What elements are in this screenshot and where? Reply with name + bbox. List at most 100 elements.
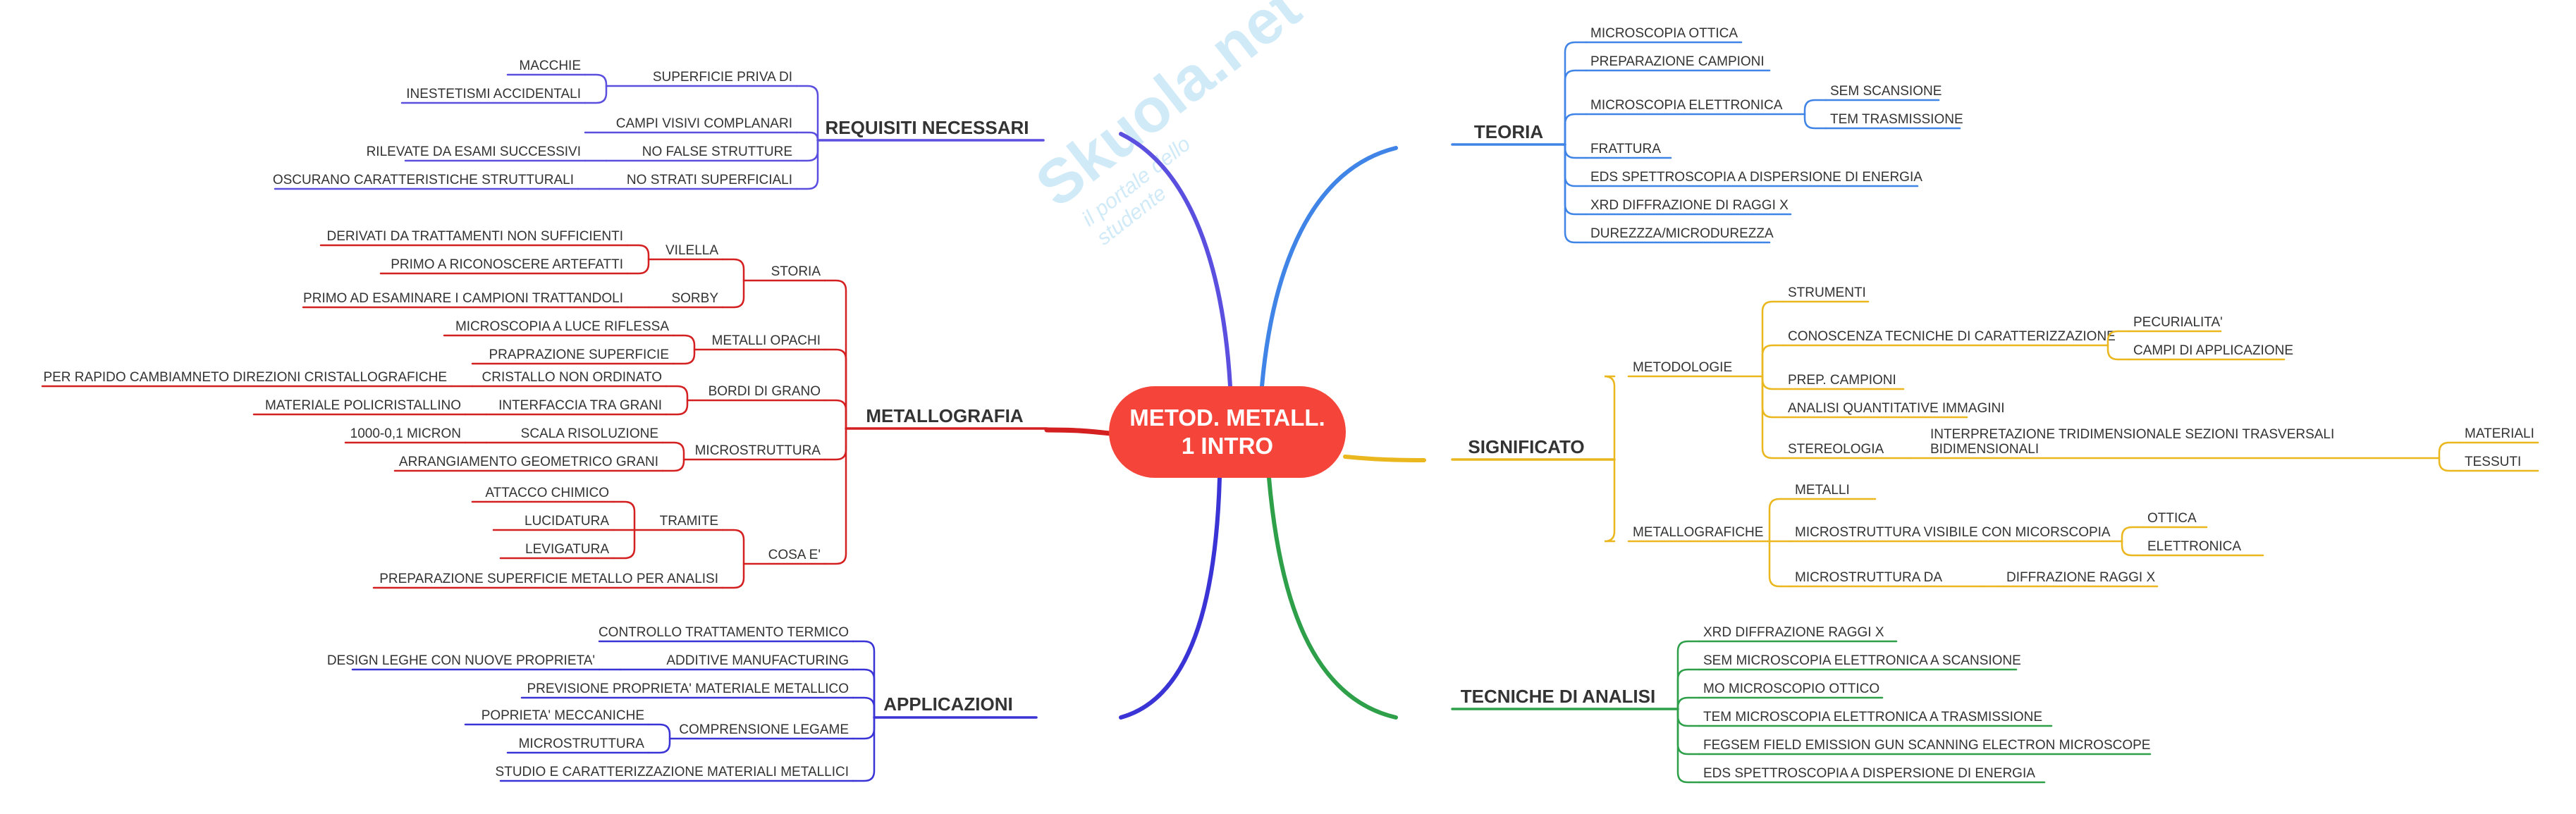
microstruttura-diffrazione-raggi-x[interactable]: DIFFRAZIONE RAGGI X <box>2006 570 2155 585</box>
legame-connector <box>647 737 671 754</box>
branch-requisiti-necessari[interactable]: REQUISITI NECESSARI <box>826 117 1029 138</box>
tecniche-fegsem[interactable]: FEGSEM FIELD EMISSION GUN SCANNING ELECT… <box>1703 738 2150 753</box>
applicazioni-additive-manufacturing[interactable]: ADDITIVE MANUFACTURING <box>666 653 849 668</box>
teoria-preparazione-campioni[interactable]: PREPARAZIONE CAMPIONI <box>1590 54 1765 69</box>
branch-significato[interactable]: SIGNIFICATO <box>1468 436 1584 457</box>
metallografia-bordi-di-grano[interactable]: BORDI DI GRANO <box>709 384 821 399</box>
metallografiche-visibile-microscopia[interactable]: MICROSTRUTTURA VISIBILE CON MICORSCOPIA <box>1795 525 2111 540</box>
tecniche-xrd[interactable]: XRD DIFFRAZIONE RAGGI X <box>1703 625 1884 640</box>
applicazioni-studio-caratterizzazione[interactable]: STUDIO E CARATTERIZZAZIONE MATERIALI MET… <box>496 765 849 779</box>
metodologie-stereologia[interactable]: STEREOLOGIA <box>1788 442 1884 457</box>
tramite-lucidatura[interactable]: LUCIDATURA <box>525 514 609 529</box>
tecniche-eds[interactable]: EDS SPETTROSCOPIA A DISPERSIONE DI ENERG… <box>1703 766 2035 781</box>
sorby-primo-ad-esaminare[interactable]: PRIMO AD ESAMINARE I CAMPIONI TRATTANDOL… <box>303 291 623 306</box>
metodologie-conoscenza-tecniche[interactable]: CONOSCENZA TECNICHE DI CARATTERIZZAZIONE <box>1788 329 2116 344</box>
cosa-preparazione-superficie[interactable]: PREPARAZIONE SUPERFICIE METALLO PER ANAL… <box>379 572 718 586</box>
applicazioni-previsione-proprieta[interactable]: PREVISIONE PROPRIETA' MATERIALE METALLIC… <box>527 682 849 696</box>
tecniche-connector <box>1676 696 1700 710</box>
metodologie-prep-campioni[interactable]: PREP. CAMPIONI <box>1788 373 1896 388</box>
metallografia-connector <box>823 427 847 565</box>
requisiti-connector <box>795 139 819 162</box>
stereologia-tessuti[interactable]: TESSUTI <box>2465 455 2521 469</box>
stereologia-bidimensionali[interactable]: BIDIMENSIONALI <box>1930 442 2039 457</box>
micro-scala-risoluzione[interactable]: SCALA RISOLUZIONE <box>521 426 658 441</box>
micro-1000-micron[interactable]: 1000-0,1 MICRON <box>350 426 461 441</box>
bordi-connector <box>665 399 689 416</box>
requisiti-macchie[interactable]: MACCHIE <box>519 58 581 73</box>
tramite-levigatura[interactable]: LEVIGATURA <box>525 542 609 557</box>
micro-arrangiamento-grani[interactable]: ARRANGIAMENTO GEOMETRICO GRANI <box>399 455 658 469</box>
requisiti-oscurano-caratteristiche[interactable]: OSCURANO CARATTERISTICHE STRUTTURALI <box>273 173 574 187</box>
teoria-xrd-diffrazione[interactable]: XRD DIFFRAZIONE DI RAGGI X <box>1590 198 1789 213</box>
significato-metallografiche[interactable]: METALLOGRAFICHE <box>1633 525 1763 540</box>
legame-microstruttura[interactable]: MICROSTRUTTURA <box>519 736 645 751</box>
metodologie-analisi-quantitative[interactable]: ANALISI QUANTITATIVE IMMAGINI <box>1788 401 2005 416</box>
requisiti-campi-visivi-complanari[interactable]: CAMPI VISIVI COMPLANARI <box>616 116 792 131</box>
teoria-microscopia-elettronica[interactable]: MICROSCOPIA ELETTRONICA <box>1590 98 1783 113</box>
requisiti-no-false-strutture[interactable]: NO FALSE STRUTTURE <box>642 144 792 159</box>
teoria-sem-scansione[interactable]: SEM SCANSIONE <box>1830 84 1942 99</box>
storia-sorby[interactable]: SORBY <box>671 291 718 306</box>
metallografiche-connector <box>1768 540 1792 588</box>
tecniche-connector <box>1676 640 1700 710</box>
metallografia-cosa-e[interactable]: COSA E' <box>768 548 821 562</box>
conoscenza-campi-di-applicazione[interactable]: CAMPI DI APPLICAZIONE <box>2133 343 2293 358</box>
applicazioni-comprensione-legame[interactable]: COMPRENSIONE LEGAME <box>679 722 849 737</box>
requisiti-rilevate-da-esami-successivi[interactable]: RILEVATE DA ESAMI SUCCESSIVI <box>367 144 581 159</box>
teoria-durezza[interactable]: DUREZZZA/MICRODUREZZA <box>1590 226 1774 241</box>
teoria-frattura[interactable]: FRATTURA <box>1590 142 1661 156</box>
tecniche-connector <box>1676 708 1700 784</box>
bordi-cristallo-non-ordinato[interactable]: CRISTALLO NON ORDINATO <box>482 370 662 385</box>
requisiti-inestetismi-accidentali[interactable]: INESTETISMI ACCIDENTALI <box>406 87 581 101</box>
metallografiche-connector <box>1768 498 1792 543</box>
metodologie-connector <box>1761 300 1785 378</box>
requisiti-sub-connector <box>584 73 608 87</box>
branch-line-metallografia <box>1044 427 1113 436</box>
applicazioni-controllo-trattamento[interactable]: CONTROLLO TRATTAMENTO TERMICO <box>599 625 849 640</box>
branch-applicazioni[interactable]: APPLICAZIONI <box>883 693 1012 715</box>
bordi-interfaccia-tra-grani[interactable]: INTERFACCIA TRA GRANI <box>498 398 662 413</box>
branch-tecniche-di-analisi[interactable]: TECNICHE DI ANALISI <box>1461 686 1655 707</box>
tecniche-mo[interactable]: MO MICROSCOPIO OTTICO <box>1703 682 1879 696</box>
central-topic-line-1: METOD. METALL. <box>1129 405 1325 431</box>
stereologia-interpretazione[interactable]: INTERPRETAZIONE TRIDIMENSIONALE SEZIONI … <box>1930 427 2334 442</box>
visibile-elettronica[interactable]: ELETTRONICA <box>2147 539 2241 554</box>
branch-line-requisiti <box>1119 132 1232 388</box>
visibile-ottica[interactable]: OTTICA <box>2147 511 2197 526</box>
bordi-materiale-policristallino[interactable]: MATERIALE POLICRISTALLINO <box>265 398 461 413</box>
branch-teoria[interactable]: TEORIA <box>1474 121 1543 142</box>
cosa-tramite[interactable]: TRAMITE <box>660 514 718 529</box>
requisiti-connector <box>795 131 819 142</box>
branch-metallografia[interactable]: METALLOGRAFIA <box>866 405 1024 426</box>
legame-proprieta-meccaniche[interactable]: POPRIETA' MECCANICHE <box>482 708 644 723</box>
teoria-microscopia-ottica[interactable]: MICROSCOPIA OTTICA <box>1590 26 1738 41</box>
additive-design-leghe[interactable]: DESIGN LEGHE CON NUOVE PROPRIETA' <box>327 653 595 668</box>
tramite-attacco-chimico[interactable]: ATTACCO CHIMICO <box>485 486 609 500</box>
visibile-connector <box>2121 540 2145 557</box>
metodologie-connector <box>1761 344 1785 378</box>
metallografia-microstruttura[interactable]: MICROSTRUTTURA <box>695 443 821 458</box>
metallografia-metalli-opachi[interactable]: METALLI OPACHI <box>712 333 821 348</box>
metallografiche-metalli[interactable]: METALLI <box>1795 483 1850 498</box>
central-topic[interactable]: METOD. METALL. 1 INTRO <box>1109 386 1346 478</box>
storia-vilella[interactable]: VILELLA <box>666 243 718 258</box>
applicazioni-connector <box>852 668 876 719</box>
opachi-microscopia-luce-riflessa[interactable]: MICROSCOPIA A LUCE RIFLESSA <box>455 319 669 334</box>
opachi-preparazione-superficie[interactable]: PRAPRAZIONE SUPERFICIE <box>489 347 670 362</box>
teoria-eds-spettroscopia[interactable]: EDS SPETTROSCOPIA A DISPERSIONE DI ENERG… <box>1590 170 1922 185</box>
teoria-tem-trasmissione[interactable]: TEM TRASMISSIONE <box>1830 112 1963 127</box>
conoscenza-pecurialita[interactable]: PECURIALITA' <box>2133 315 2223 330</box>
stereologia-materiali[interactable]: MATERIALI <box>2465 426 2534 441</box>
tramite-connector <box>612 500 636 531</box>
bordi-rapido-cambiamento[interactable]: PER RAPIDO CAMBIAMNETO DIREZIONI CRISTAL… <box>43 370 447 385</box>
requisiti-superficie-priva-di[interactable]: SUPERFICIE PRIVA DI <box>653 70 792 85</box>
requisiti-no-strati-superficiali[interactable]: NO STRATI SUPERFICIALI <box>627 173 792 187</box>
metodologie-strumenti[interactable]: STRUMENTI <box>1788 285 1866 300</box>
significato-metodologie[interactable]: METODOLOGIE <box>1633 360 1732 375</box>
tecniche-tem[interactable]: TEM MICROSCOPIA ELETTRONICA A TRASMISSIO… <box>1703 710 2042 724</box>
metallografia-storia[interactable]: STORIA <box>771 264 821 279</box>
vilella-derivati[interactable]: DERIVATI DA TRATTAMENTI NON SUFFICIENTI <box>327 229 623 244</box>
tecniche-sem[interactable]: SEM MICROSCOPIA ELETTRONICA A SCANSIONE <box>1703 653 2021 668</box>
metallografiche-microstruttura-da[interactable]: MICROSTRUTTURA DA <box>1795 570 1942 585</box>
vilella-primo-artefatti[interactable]: PRIMO A RICONOSCERE ARTEFATTI <box>391 257 623 272</box>
